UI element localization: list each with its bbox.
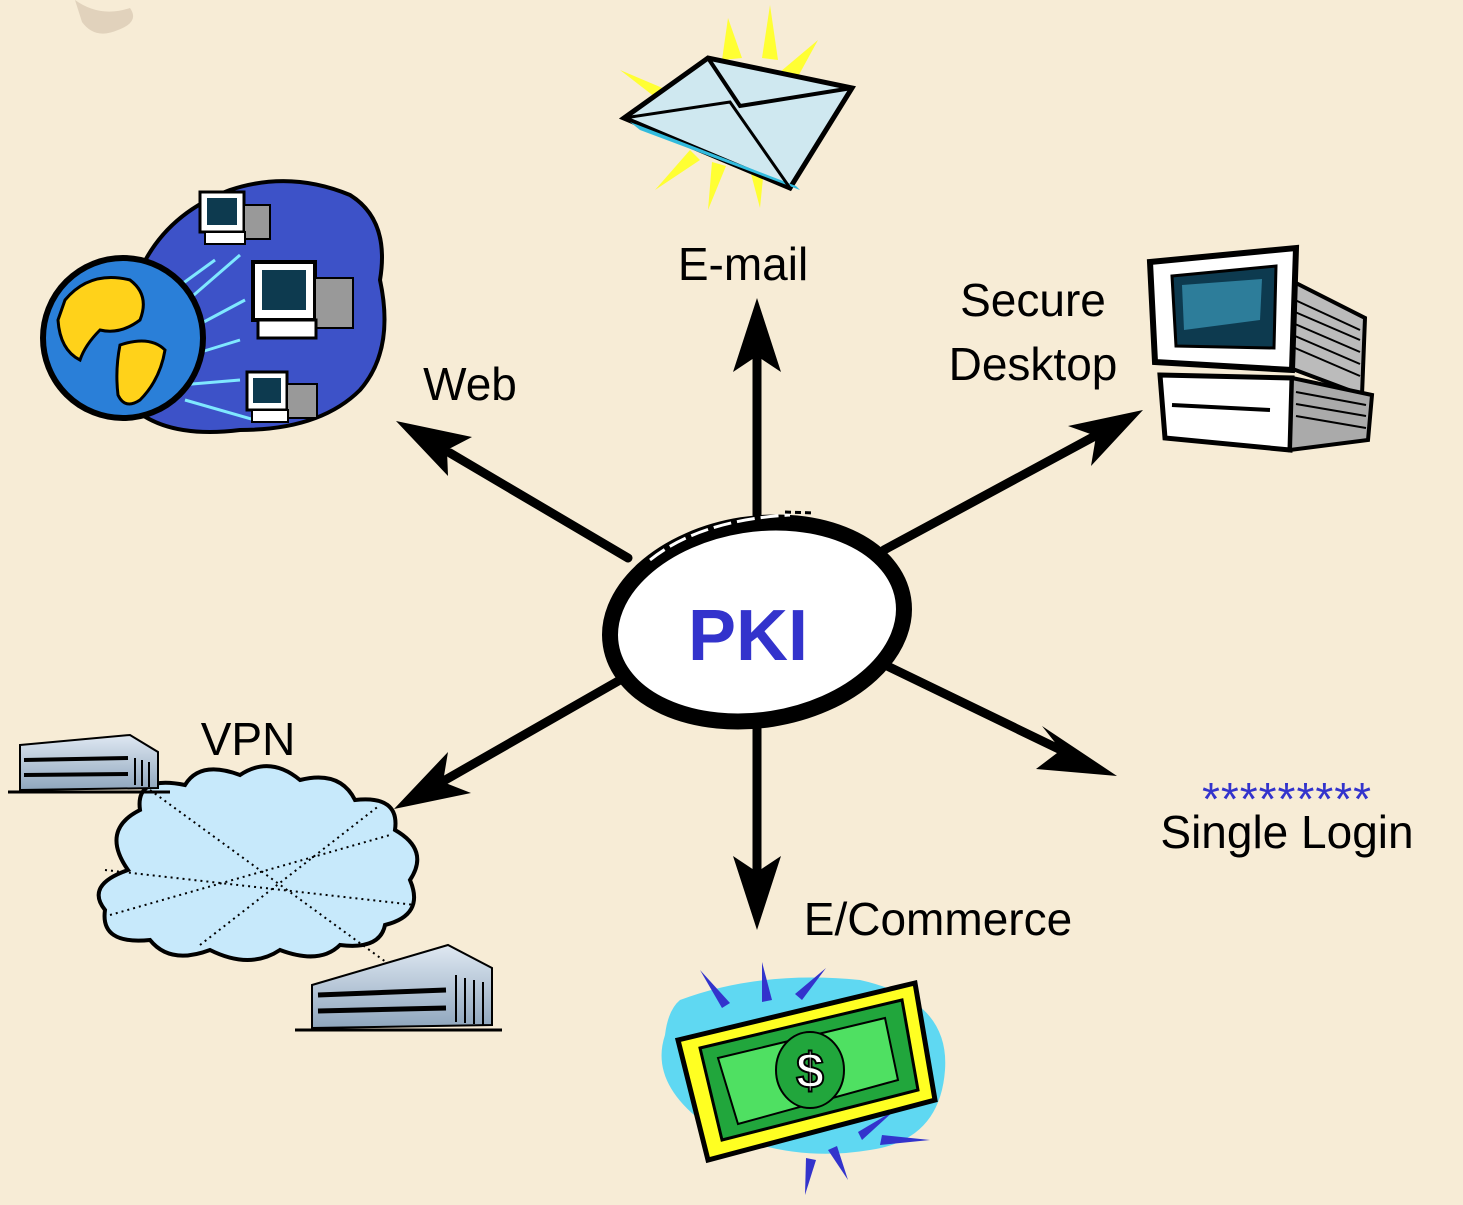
arrow-web: [445, 448, 633, 563]
dollar-bill-icon: $: [661, 962, 946, 1195]
arrow-desktop-head: [1068, 410, 1143, 466]
arrow-login-head: [1036, 726, 1117, 776]
pki-label: PKI: [688, 596, 808, 676]
web-computer-1: [198, 190, 271, 245]
commerce-label: E/Commerce: [804, 893, 1072, 945]
arrow-vpn: [435, 675, 625, 788]
arrow-desktop: [879, 431, 1100, 555]
desktop-label-line1: Secure: [960, 274, 1106, 326]
globe-network-icon: [40, 179, 387, 434]
arrow-login: [880, 660, 1070, 757]
cloud-vpn-icon: [8, 733, 502, 1032]
login-password-stars: *********: [1202, 773, 1372, 825]
envelope-icon: [618, 5, 857, 210]
desktop-computer-icon: [1146, 244, 1375, 453]
login-label: Single Login: [1160, 806, 1413, 858]
vpn-label: VPN: [201, 713, 296, 765]
building-bottom: [295, 943, 502, 1032]
pki-hub: PKI: [602, 510, 912, 730]
arrow-email-head: [733, 298, 781, 372]
desktop-label-line2: Desktop: [949, 338, 1118, 390]
arrow-vpn-head: [394, 752, 471, 809]
building-top: [8, 733, 170, 794]
arrow-commerce-head: [733, 856, 781, 930]
web-label: Web: [423, 358, 517, 410]
email-label: E-mail: [678, 238, 808, 290]
web-computer-2: [251, 260, 354, 340]
web-computer-3: [245, 370, 318, 423]
arrow-web-head: [396, 421, 472, 476]
corner-decoration: [75, 0, 134, 34]
arrows: [394, 298, 1143, 930]
dollar-sign-icon: $: [796, 1043, 824, 1099]
